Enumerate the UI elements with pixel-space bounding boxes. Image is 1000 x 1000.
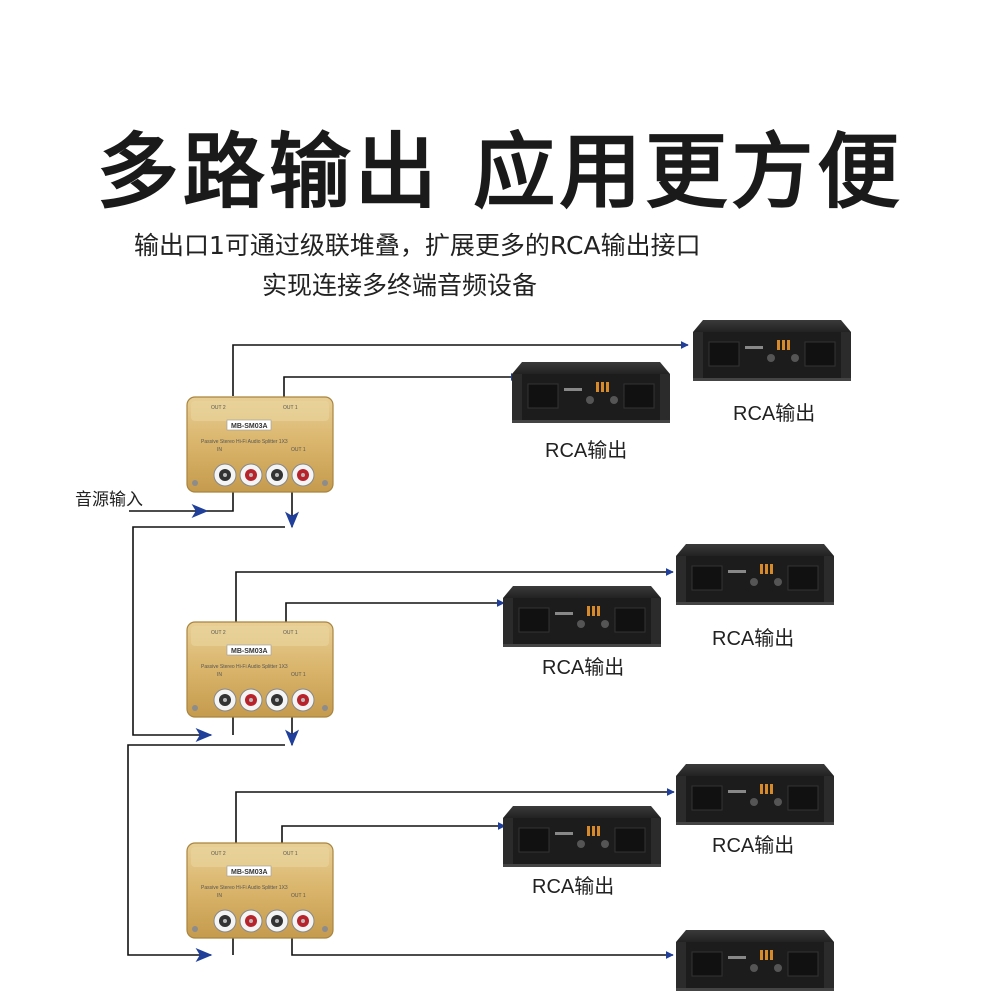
link-u3-out2 <box>281 822 506 845</box>
amplifier-1b <box>511 361 671 424</box>
link-u1-out1 <box>232 341 689 396</box>
source-input-up <box>207 492 234 512</box>
splitter-unit-2 <box>186 621 334 718</box>
amplifier-1a <box>692 319 852 382</box>
amplifier-3b <box>502 805 662 868</box>
rca-output-label: RCA输出 <box>545 439 627 462</box>
link-u3-extra <box>291 935 674 959</box>
link-u2-out1 <box>235 568 674 622</box>
splitter-unit-1 <box>186 396 334 493</box>
link-u1-out2 <box>283 373 519 398</box>
amplifier-2b <box>502 585 662 648</box>
page-title: 多路输出 应用更方便 <box>96 125 904 220</box>
amplifier-3a <box>675 763 835 826</box>
rca-output-label: RCA输出 <box>712 627 794 650</box>
rca-output-label: RCA输出 <box>733 402 815 425</box>
amplifier-2a <box>675 543 835 606</box>
rca-output-label: RCA输出 <box>532 875 614 898</box>
cascade-1-2 <box>132 526 285 742</box>
link-u3-out1 <box>235 788 675 843</box>
cascade-2-3 <box>127 744 285 962</box>
splitter-unit-3 <box>186 842 334 939</box>
source-input-label: 音源输入 <box>75 490 143 510</box>
amplifier-4a <box>675 929 835 992</box>
subtitle-line-1: 输出口1可通过级联堆叠，扩展更多的RCA输出接口 <box>134 231 701 260</box>
rca-output-label: RCA输出 <box>542 656 624 679</box>
rca-output-label: RCA输出 <box>712 834 794 857</box>
link-u2-out2 <box>285 599 505 624</box>
subtitle-line-2: 实现连接多终端音频设备 <box>262 271 538 300</box>
